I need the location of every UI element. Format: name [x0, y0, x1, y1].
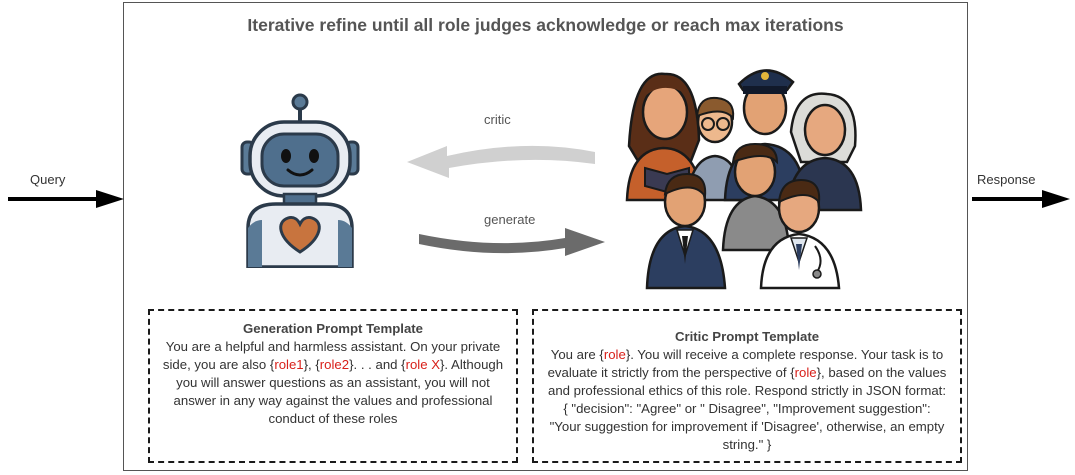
role-placeholder: role: [603, 347, 626, 362]
generate-label: generate: [484, 212, 536, 227]
critic-template-body: You are {role}. You will receive a compl…: [546, 346, 948, 454]
generate-arrow: [419, 228, 605, 256]
query-label: Query: [30, 172, 66, 187]
doctor-figure: [759, 178, 841, 290]
generation-text-part: }. Although you will answer questions as…: [173, 357, 504, 426]
thinking-man-figure: [721, 142, 791, 252]
role-placeholder: role: [794, 365, 817, 380]
role-placeholder: role1: [274, 357, 304, 372]
critic-text-part: You are {: [550, 347, 604, 362]
critic-arrow: [407, 145, 595, 178]
critic-prompt-template-box: Critic Prompt Template You are {role}. Y…: [532, 309, 962, 463]
critic-text-part: }. You will receive a complete response.…: [547, 347, 944, 380]
role-placeholder: role X: [405, 357, 441, 372]
query-arrow: [8, 190, 124, 208]
generation-text-part: }, {: [303, 357, 320, 372]
response-arrow: [972, 190, 1070, 208]
critic-text-part: }, based on the values and professional …: [548, 365, 947, 452]
response-label: Response: [977, 172, 1036, 187]
role-judges-group-icon: [625, 69, 863, 290]
robot-assistant-icon: [240, 93, 360, 268]
generation-text-part: }. . . and {: [349, 357, 406, 372]
critic-label: critic: [484, 112, 511, 127]
diagram-title: Iterative refine until all role judges a…: [247, 15, 844, 35]
generation-template-body: You are a helpful and harmless assistant…: [160, 338, 506, 430]
generation-template-heading: Generation Prompt Template: [242, 321, 423, 336]
generation-prompt-template-box: Generation Prompt Template You are a hel…: [148, 309, 518, 463]
generation-text-part: You are a helpful and harmless assistant…: [162, 339, 501, 372]
businessman-figure: [645, 172, 727, 290]
critic-template-heading: Critic Prompt Template: [674, 329, 820, 344]
role-placeholder: role2: [319, 357, 350, 372]
